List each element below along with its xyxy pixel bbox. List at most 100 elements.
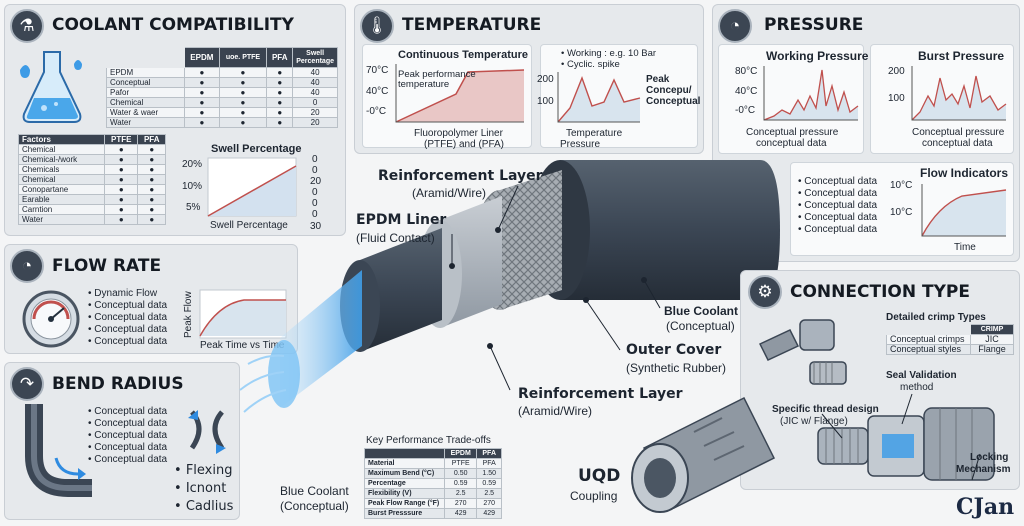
table-cell: Water [106,117,185,128]
pressure-chart2-plot [911,66,1007,121]
flow-indicators-ytick: 10°C [890,207,913,218]
flex-arrows-icon [188,410,226,454]
list-item: Dynamic Flow [88,288,167,300]
flow-rate-xlabel: Peak Time vs Time [200,340,285,351]
locking-mechanism-label: Locking [970,452,1009,463]
table-header: uoe. PTFE [218,47,268,68]
list-item: Icnont [174,480,233,498]
table-cell: 0 [292,97,338,108]
list-item: Conceptual data [88,442,167,454]
table-row: Water●● [18,214,166,225]
pressure-chart1-ytick: 80°C [735,66,758,77]
table-cell: Burst Presssure [364,508,445,519]
table-cell: ● [103,204,139,215]
table-cell: ● [218,97,268,108]
table-cell: Percentage [364,478,445,489]
temp-chart2-ytick: 200 [537,74,554,85]
crimp-fitting-illustration [758,319,847,385]
table-cell: ● [184,77,220,88]
flow-indicators-plot [921,184,1007,237]
table-cell: ● [218,77,268,88]
coolant-table-2: Factors PTFE PFA Chemical●● Chemical-/wo… [18,134,166,225]
table-cell: ● [266,67,294,78]
table-cell: ● [137,194,166,205]
table-cell: 0.50 [443,468,478,479]
pressure-chart1-ytick: -0°C [735,105,756,116]
table-cell: ● [103,144,139,155]
table-cell: EPDM [106,67,185,78]
temp-chart2-plot [557,72,641,123]
temperature-title: TEMPERATURE [402,15,542,35]
table-header-row: EPDM uoe. PTFE PFA Swell Percentage [106,47,338,68]
list-item: Conceptual data [798,188,877,200]
thread-design-sub: (JIC w/ Flange) [780,416,848,427]
table-cell: JIC [970,334,1014,345]
pressure-chart2-ytick: 200 [888,66,905,77]
table-cell: Pafor [106,87,185,98]
flow-indicators-ytick: 10°C [890,180,913,191]
swell-value: 30 [310,221,322,232]
table-cell: Conopartane [18,184,105,195]
pressure-chart1-ytick: 40°C [735,86,758,97]
table-row: Conceptual●●●40 [106,77,338,88]
list-item: Conceptual data [798,200,877,212]
pressure-chart1-xlabel: Conceptual pressure [746,127,839,138]
blue-coolant-left-sub: (Conceptual) [280,499,349,513]
table-cell: Chemical [18,174,105,185]
seal-validation-label: Seal Validation [886,370,957,381]
swell-ytick: 20% [182,159,203,170]
table-cell: Chemical [18,144,105,155]
list-item: Flexing [174,462,233,480]
coolant-table-1: EPDM uoe. PTFE PFA Swell Percentage EPDM… [106,47,338,128]
flow-indicators-bullets: Conceptual data Conceptual data Conceptu… [798,176,877,236]
table-cell: Chemical [106,97,185,108]
table-cell: ● [266,117,294,128]
table-header: CRIMP [970,324,1014,335]
table-cell: Flange [970,344,1014,355]
list-item: Working : e.g. 10 Bar [561,48,656,59]
table-cell: 20 [292,107,338,118]
bend-radius-big-bullets: Flexing Icnont Cadlius [174,462,234,516]
flow-indicators-xlabel: Time [954,242,976,253]
table-cell: 0.59 [476,478,502,489]
table-cell: ● [103,164,139,175]
table-row: Water●●●20 [106,117,338,128]
table-cell: Conceptual [106,77,185,88]
table-cell: ● [137,144,166,155]
temp-chart1-title: Continuous Temperature [398,49,528,61]
reinforcement-top-sub: (Aramid/Wire) [412,186,486,200]
table-cell: ● [218,67,268,78]
table-header [886,324,971,335]
flow-rate-ylabel: Peak Flow [183,291,194,338]
swell-ytick: 10% [182,181,203,192]
pressure-chart2-xlabel: conceptual data [922,138,993,149]
table-cell: ● [184,67,220,78]
outer-cover-label: Outer Cover [626,342,722,358]
swell-value: 0 [312,209,318,220]
table-cell: Water [18,214,105,225]
pressure-chart2-title: Burst Pressure [918,49,1005,63]
epdm-liner-sub: (Fluid Contact) [356,231,435,245]
table-cell: Flexibility (V) [364,488,445,499]
table-cell: ● [137,154,166,165]
temp-chart1-xlabel: Fluoropolymer Liner [414,128,503,139]
table-cell: 270 [443,498,478,509]
connection-title: CONNECTION TYPE [790,282,970,302]
tradeoffs-title: Key Performance Trade-offs [366,435,491,446]
pressure-chart1-title: Working Pressure [766,49,869,63]
seal-validation-sub: method [900,382,934,393]
table-row: Chemical●● [18,144,166,155]
table-cell: ● [184,117,220,128]
hose-illustration [239,160,780,413]
flow-rate-title: FLOW RATE [52,256,162,276]
table-cell: ● [218,117,268,128]
table-row: EPDM●●●40 [106,67,338,78]
flask-icon: ⚗ [10,9,44,43]
